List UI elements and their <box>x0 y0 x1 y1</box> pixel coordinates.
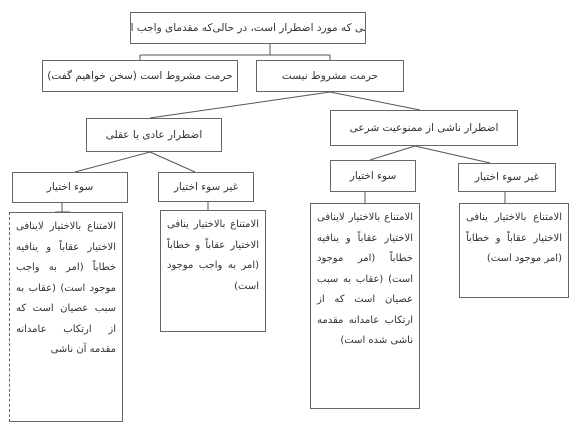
connector-l1-to-l2-left <box>329 91 421 111</box>
connector-l2b-to-l3d <box>414 145 491 164</box>
node-conditional-prohibition: حرمت مشروط است (سخن خواهیم گفت) <box>42 60 238 92</box>
connector-l2a-to-l3b <box>149 151 196 173</box>
leaf-not-bad-choice-b: الامتناع بالاختیار ینافی الاختیار عقاباً… <box>160 210 266 332</box>
connector-l2a-to-l3a <box>74 151 151 173</box>
connector-l1-to-l2-right <box>149 91 331 119</box>
connector-l2b-to-l3c <box>369 145 416 161</box>
node-rational-necessity: اضطرار عادی یا عقلی <box>86 118 222 152</box>
node-unconditional-prohibition: حرمت مشروط نیست <box>256 60 404 92</box>
node-not-bad-choice-d: غیر سوء اختیار <box>458 163 556 192</box>
node-bad-choice-a: سوء اختیار <box>12 172 128 203</box>
node-sharia-necessity: اضطرار ناشی از ممنوعیت شرعی <box>330 110 518 146</box>
root-node: حرامی که مورد اضطرار است، در حالی‌که مقد… <box>130 12 366 44</box>
node-not-bad-choice-b: غیر سوء اختیار <box>158 172 254 202</box>
leaf-bad-choice-c: الامتناع بالاختیار لاینافی الاختیار عقاب… <box>310 203 420 409</box>
leaf-bad-choice-a: الامتناع بالاختیار لاینافی الاختیار عقاب… <box>9 212 123 422</box>
node-bad-choice-c: سوء اختیار <box>330 160 416 192</box>
leaf-not-bad-choice-d: الامتناع بالاختیار ینافی الاختیار عقاباً… <box>459 203 569 298</box>
